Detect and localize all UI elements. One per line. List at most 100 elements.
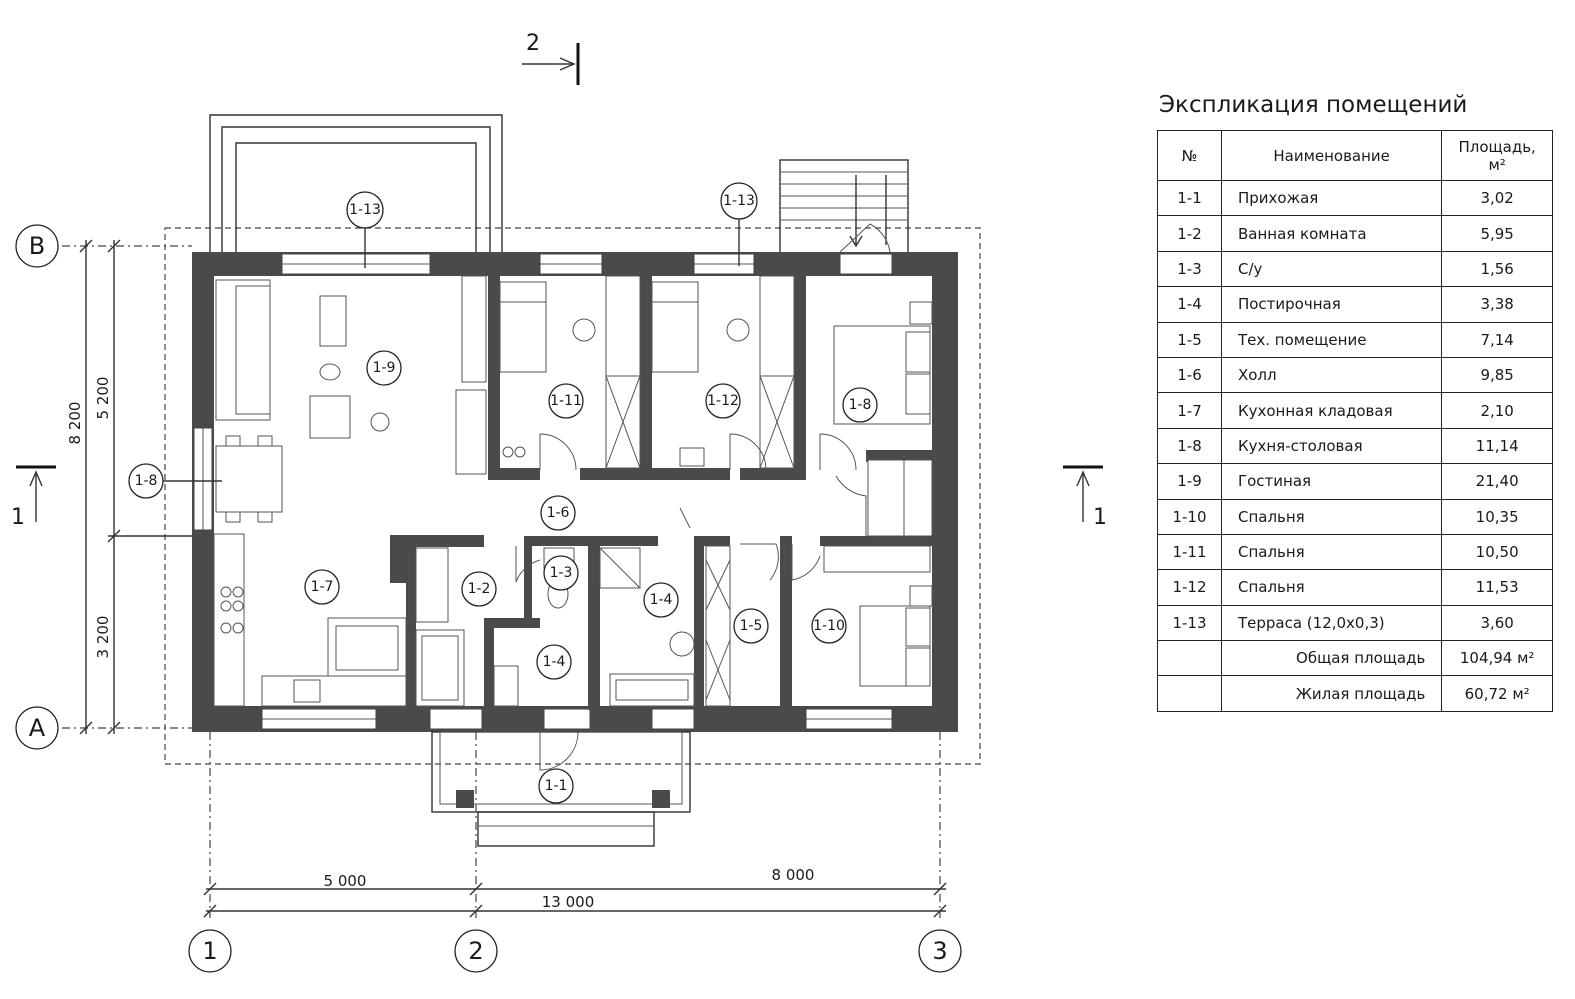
svg-text:2: 2 [468,937,483,965]
svg-text:1: 1 [11,505,25,530]
svg-text:1-2: 1-2 [468,581,491,597]
row-num: 1-6 [1157,356,1222,394]
row-name: Кухня-столовая [1220,427,1443,465]
row-area: 3,60 [1441,604,1553,642]
living-area-label: Жилая площадь [1220,675,1443,712]
row-name: Ванная комната [1220,215,1443,252]
row-num: 1-5 [1157,321,1222,358]
svg-text:1-1: 1-1 [545,778,568,794]
svg-text:1-13: 1-13 [349,202,381,218]
svg-text:1: 1 [202,937,217,965]
room-tag-1-4: 1-4 [536,644,572,680]
bedroom-furniture [499,275,933,687]
svg-text:1-8: 1-8 [135,473,158,489]
svg-text:1-13: 1-13 [723,193,755,209]
row-area: 11,53 [1441,569,1553,606]
room-tag-1-10: 1-10 [811,608,847,644]
total-area-label: Общая площадь [1220,640,1443,677]
room-tag-1-4-laundry: 1-4 [643,582,679,618]
row-num: 1-8 [1157,427,1222,465]
svg-text:1-12: 1-12 [707,393,739,409]
total-area-value: 104,94 м² [1441,640,1553,677]
room-tag-1-3: 1-3 [543,555,579,591]
room-tag-1-2: 1-2 [461,571,497,607]
row-num: 1-7 [1157,392,1222,429]
row-area: 3,02 [1441,179,1553,217]
room-tag-1-13-window: 1-13 [720,182,758,266]
axis-marker-1: 1 [188,929,232,973]
dim-8000: 8 000 [772,866,815,884]
row-num: 1-11 [1157,533,1222,571]
living-area-value: 60,72 м² [1441,675,1553,712]
room-tag-1-6: 1-6 [540,495,576,531]
row-area: 11,14 [1441,427,1553,465]
row-area: 1,56 [1441,250,1553,288]
row-name: Кухонная кладовая [1220,392,1443,429]
section-marker-1-right: 1 [1063,465,1107,530]
left-window [193,427,213,531]
header-name: Наименование [1220,130,1443,181]
row-name: Гостиная [1220,463,1443,500]
terrace-top [209,114,503,252]
room-tag-1-1: 1-1 [538,768,574,804]
room-tag-1-11: 1-11 [548,383,584,419]
row-num: 1-13 [1157,604,1222,642]
row-area: 3,38 [1441,286,1553,323]
row-name: Терраса (12,0х0,3) [1220,604,1443,642]
svg-text:1-6: 1-6 [547,505,570,521]
room-tag-1-7: 1-7 [304,569,340,605]
room-explication: Экспликация помещений № Наименование Пло… [1157,92,1557,712]
explication-title: Экспликация помещений [1159,92,1468,118]
roof-outline [164,227,981,765]
svg-text:1-7: 1-7 [311,579,334,595]
section-marker-1-left: 1 [11,465,56,530]
dim-13000: 13 000 [542,893,595,911]
dimension-lines-left [79,239,192,735]
room-tag-1-12: 1-12 [705,383,741,419]
row-area: 9,85 [1441,356,1553,394]
section-marker-2: 2 [522,31,580,85]
axis-marker-b: В [15,224,59,268]
dim-3200: 3 200 [94,616,112,659]
room-tag-1-13-terrace: 1-13 [346,191,384,268]
svg-text:1: 1 [1093,505,1107,530]
axis-marker-3: 3 [918,929,962,973]
svg-text:1-4: 1-4 [650,592,673,608]
svg-text:1-4: 1-4 [543,654,566,670]
axis-marker-a: А [15,706,59,750]
room-tag-1-8-dining: 1-8 [128,463,222,499]
dimension-lines-bottom [203,882,947,918]
row-name: Спальня [1220,533,1443,571]
back-stairs [779,159,909,256]
svg-text:В: В [29,232,45,260]
interior-walls [390,276,932,710]
row-name: Спальня [1220,569,1443,606]
doors [515,223,891,771]
bottom-windows [261,708,893,730]
row-name: Тех. помещение [1220,321,1443,358]
svg-text:1-5: 1-5 [740,618,763,634]
header-num: № [1157,130,1222,181]
row-area: 10,35 [1441,498,1553,535]
row-num: 1-12 [1157,569,1222,606]
svg-text:1-8: 1-8 [849,397,872,413]
table-header-row: № Наименование Площадь, м² [1157,130,1553,181]
row-name: Постирочная [1220,286,1443,323]
row-area: 5,95 [1441,215,1553,252]
living-furniture [215,275,487,523]
svg-text:1-3: 1-3 [550,565,573,581]
svg-text:1-10: 1-10 [813,618,845,634]
dim-8200: 8 200 [66,402,84,445]
dim-5000: 5 000 [324,872,367,890]
